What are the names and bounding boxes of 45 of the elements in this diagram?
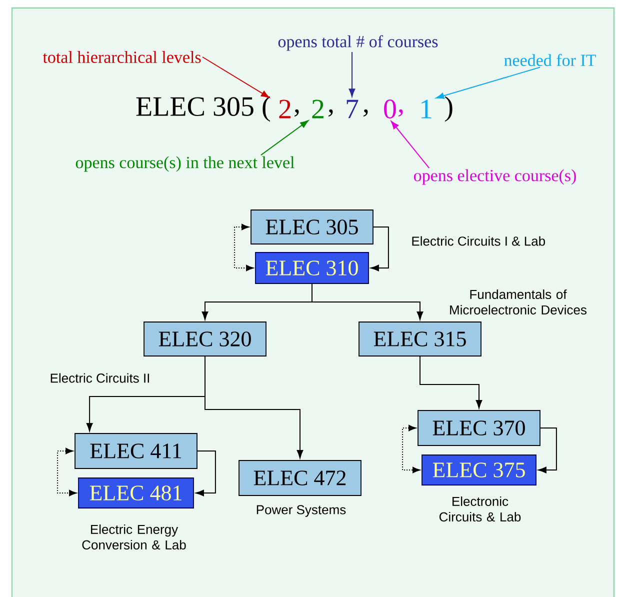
annotation-text: needed for IT <box>504 54 596 66</box>
annotation-text: total hierarchical levels <box>42 51 201 63</box>
leader-arrow <box>348 52 356 97</box>
connector-arrow <box>420 356 482 408</box>
connector-arrow <box>204 356 304 458</box>
course-box: ELEC 320 <box>144 322 266 356</box>
leader-arrow <box>390 120 430 169</box>
course-caption: Power Systems <box>256 505 346 517</box>
course-box: ELEC 315 <box>358 322 482 356</box>
course-box: ELEC 472 <box>238 460 362 496</box>
annotation-text: opens elective course(s) <box>414 169 576 185</box>
formula-digit: 2 <box>279 100 290 118</box>
connector-arrow <box>312 283 424 320</box>
course-box: ELEC 310 <box>255 252 369 284</box>
course-box: ELEC 481 <box>78 478 194 508</box>
course-caption: Electric Energy Conversion & Lab <box>82 524 186 550</box>
leader-arrow <box>260 120 309 156</box>
formula-digit: 0 <box>384 100 396 118</box>
dotted-arrow <box>57 448 77 496</box>
annotation-text: opens course(s) in the next level <box>76 156 294 172</box>
course-box: ELEC 305 <box>250 210 374 244</box>
formula-text: , <box>328 109 333 117</box>
course-box: ELEC 370 <box>418 410 540 446</box>
connector-arrow <box>370 226 389 272</box>
formula-digit: 2 <box>312 100 324 118</box>
formula-text: ) <box>445 96 452 122</box>
formula-text: , <box>398 109 403 117</box>
dotted-arrow <box>234 224 254 272</box>
leader-arrow <box>202 56 270 98</box>
dotted-arrow <box>402 424 420 474</box>
course-caption: Electric Circuits I & Lab <box>412 236 545 246</box>
annotation-text: opens total # of courses <box>278 35 438 51</box>
connector-arrow <box>196 450 216 496</box>
formula-digit: 7 <box>346 100 358 118</box>
formula-digit: 1 <box>421 100 432 118</box>
course-box: ELEC 411 <box>74 433 198 469</box>
course-caption: Electric Circuits II <box>50 373 149 383</box>
course-caption: Electronic Circuits & Lab <box>439 496 521 522</box>
formula-text: , <box>294 109 299 117</box>
leader-arrow <box>436 66 540 99</box>
course-caption: Fundamentals of Microelectronic Devices <box>450 289 586 315</box>
formula-text: , <box>364 109 368 117</box>
formula-text: ELEC 305 ( <box>136 96 270 122</box>
course-box: ELEC 375 <box>422 454 536 486</box>
connector-arrow <box>538 428 557 474</box>
